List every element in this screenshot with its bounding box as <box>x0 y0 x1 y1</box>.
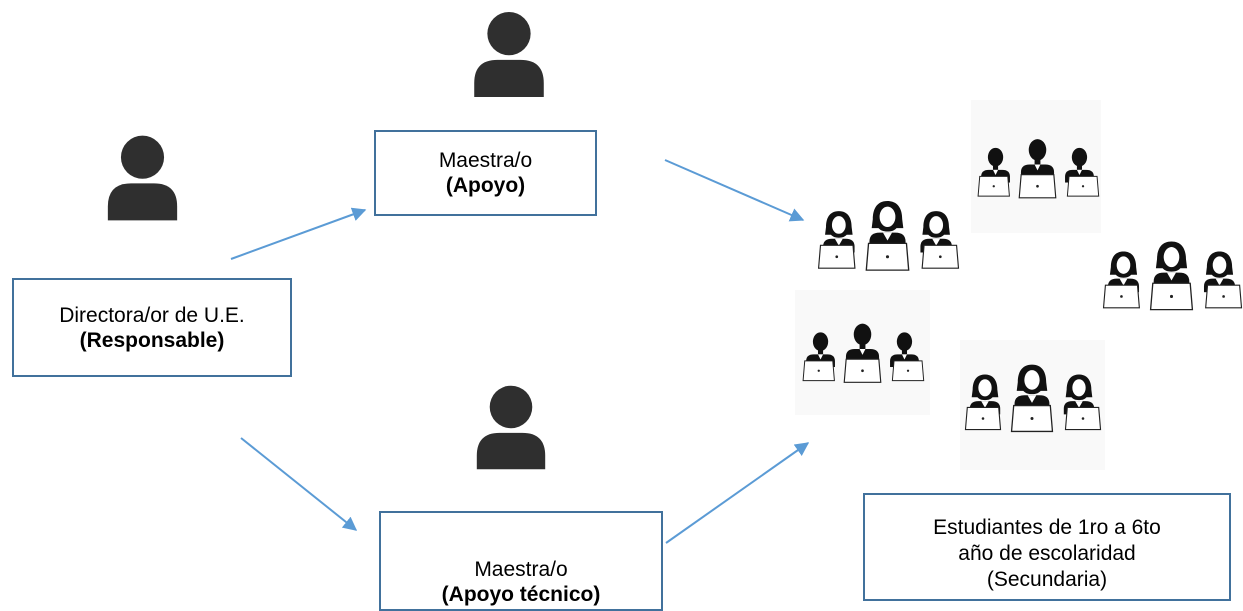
person-icon <box>476 385 546 470</box>
arrow-director-to-tech <box>240 437 358 531</box>
technical-support-teacher-box: Maestra/o (Apoyo técnico) <box>379 511 663 611</box>
students-line-1: Estudiantes de 1ro a 6to <box>933 516 1161 539</box>
director-responsibility-label: (Responsable) <box>79 328 225 352</box>
arrow-director-to-support <box>230 207 367 260</box>
arrow-support-to-students <box>664 159 805 222</box>
technical-support-teacher-responsibility-label: (Apoyo técnico) <box>441 583 601 606</box>
support-teacher-responsibility-label: (Apoyo) <box>445 174 526 197</box>
director-role-label: Directora/or de U.E. <box>59 303 245 327</box>
students-line-3: (Secundaria) <box>986 568 1108 591</box>
person-icon <box>474 12 544 97</box>
students-laptops-icon <box>819 201 959 270</box>
students-laptops-icon <box>803 324 924 383</box>
students-line-2: año de escolaridad <box>958 542 1136 565</box>
technical-support-teacher-role-label: Maestra/o <box>474 558 568 581</box>
person-icon <box>107 135 178 221</box>
arrow-tech-to-students <box>665 442 810 544</box>
students-box: Estudiantes de 1ro a 6to año de escolari… <box>863 493 1231 601</box>
director-box: Directora/or de U.E. (Responsable) <box>12 278 292 377</box>
students-laptops-icon <box>978 139 1099 198</box>
support-teacher-box: Maestra/o (Apoyo) <box>374 130 597 216</box>
students-laptops-icon <box>965 365 1100 432</box>
students-laptops-icon <box>1104 241 1242 309</box>
support-teacher-role-label: Maestra/o <box>438 149 533 172</box>
